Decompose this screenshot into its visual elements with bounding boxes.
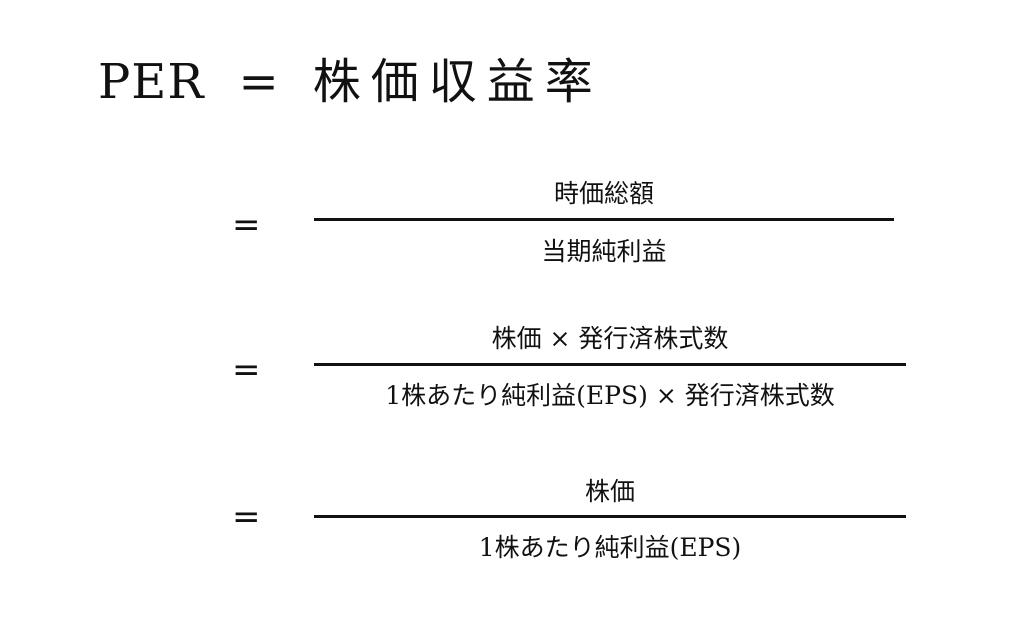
fraction-denominator: 当期純利益 <box>541 237 667 266</box>
fraction-denominator: 1株あたり純利益(EPS) × 発行済株式数 <box>385 381 835 410</box>
fraction-denominator: 1株あたり純利益(EPS) <box>478 533 742 562</box>
title-price-earnings-ratio: 株価収益率 <box>312 54 603 110</box>
equals-sign: = <box>232 350 261 390</box>
formula-title: PER = 株価収益率 <box>98 52 603 112</box>
fraction-bar <box>314 363 906 366</box>
fraction-numerator: 時価総額 <box>553 179 654 208</box>
title-per-label: PER <box>98 54 205 110</box>
fraction-bar <box>314 218 894 221</box>
formula-row-1: = 時価総額 当期純利益 <box>0 178 1024 288</box>
formula-row-3: = 株価 1株あたり純利益(EPS) <box>0 476 1024 586</box>
fraction-numerator: 株価 × 発行済株式数 <box>491 324 729 353</box>
equals-sign: = <box>232 205 261 245</box>
formula-row-2: = 株価 × 発行済株式数 1株あたり純利益(EPS) × 発行済株式数 <box>0 323 1024 433</box>
fraction-bar <box>314 515 906 518</box>
title-equals-sign: = <box>238 54 279 110</box>
equals-sign: = <box>232 497 261 537</box>
fraction-numerator: 株価 <box>584 477 635 506</box>
